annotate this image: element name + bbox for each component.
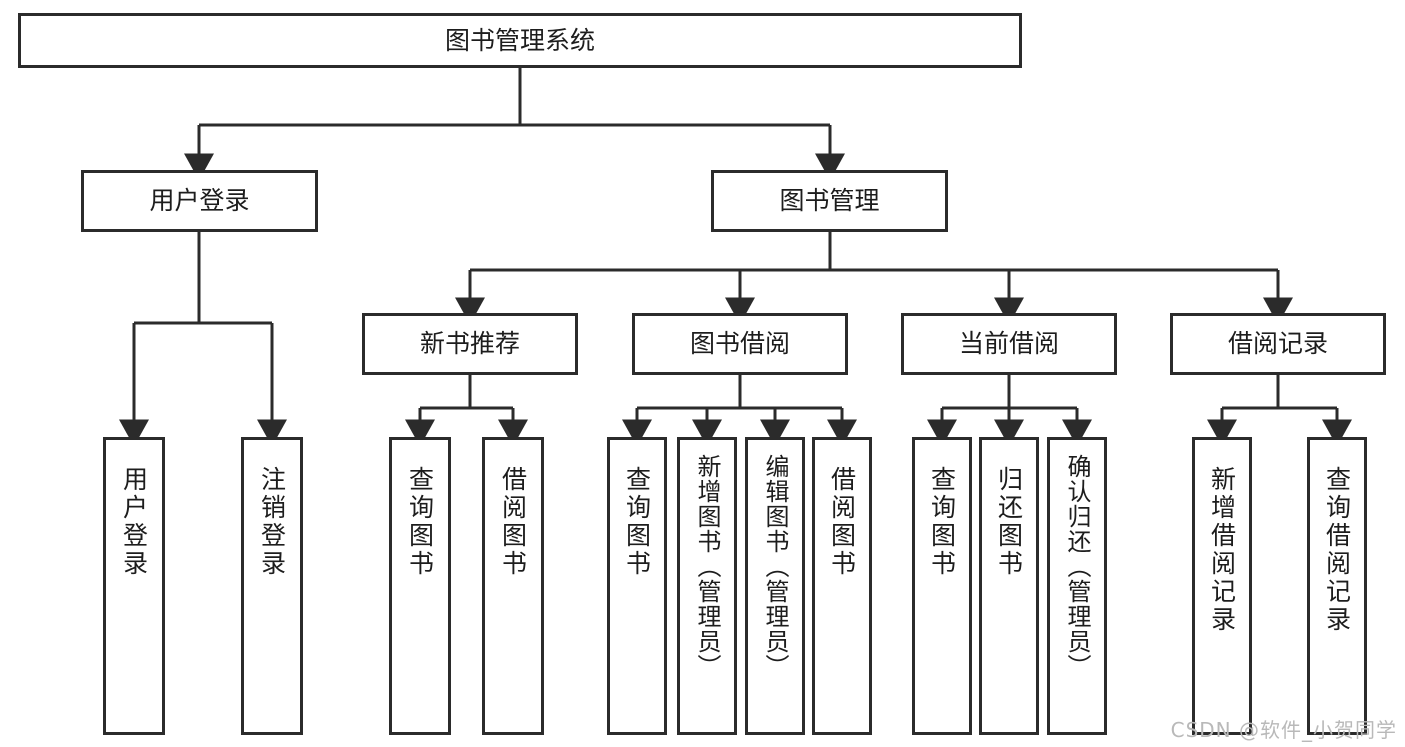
node-root-book-management-system[interactable]: 图书管理系统 [18, 13, 1022, 68]
node-label: 新增借阅记录 [1207, 466, 1237, 634]
node-label: 用户登录 [119, 466, 149, 578]
leaf-book-borrow-edit-book-admin[interactable]: 编辑图书（管理员） [745, 437, 805, 735]
leaf-borrow-record-query-record[interactable]: 查询借阅记录 [1307, 437, 1367, 735]
node-user-login[interactable]: 用户登录 [81, 170, 318, 232]
leaf-book-borrow-add-book-admin[interactable]: 新增图书（管理员） [677, 437, 737, 735]
node-label: 编辑图书（管理员） [761, 454, 789, 679]
node-label: 查询图书 [927, 466, 957, 578]
node-label: 新增图书（管理员） [693, 454, 721, 679]
node-label: 注销登录 [257, 466, 287, 578]
leaf-new-book-query-book[interactable]: 查询图书 [389, 437, 451, 735]
node-label: 图书管理系统 [444, 25, 595, 55]
node-label: 借阅记录 [1227, 329, 1328, 359]
leaf-new-book-borrow-book[interactable]: 借阅图书 [482, 437, 544, 735]
node-label: 用户登录 [149, 186, 250, 216]
leaf-user-login-logout[interactable]: 注销登录 [241, 437, 303, 735]
leaf-borrow-record-add-record[interactable]: 新增借阅记录 [1192, 437, 1252, 735]
node-new-book-recommendation[interactable]: 新书推荐 [362, 313, 578, 375]
node-label: 当前借阅 [958, 329, 1059, 359]
leaf-current-borrow-confirm-return-admin[interactable]: 确认归还（管理员） [1047, 437, 1107, 735]
leaf-current-borrow-return-book[interactable]: 归还图书 [979, 437, 1039, 735]
leaf-book-borrow-borrow-book[interactable]: 借阅图书 [812, 437, 872, 735]
node-book-borrowing[interactable]: 图书借阅 [632, 313, 848, 375]
node-current-borrowing[interactable]: 当前借阅 [901, 313, 1117, 375]
node-label: 确认归还（管理员） [1063, 454, 1091, 679]
node-label: 查询图书 [405, 466, 435, 578]
node-label: 借阅图书 [498, 466, 528, 578]
node-label: 查询借阅记录 [1322, 466, 1352, 634]
leaf-book-borrow-query-book[interactable]: 查询图书 [607, 437, 667, 735]
leaf-current-borrow-query-book[interactable]: 查询图书 [912, 437, 972, 735]
node-label: 新书推荐 [419, 329, 520, 359]
node-label: 归还图书 [994, 466, 1024, 578]
node-label: 图书管理 [779, 186, 880, 216]
node-borrowing-record[interactable]: 借阅记录 [1170, 313, 1386, 375]
node-book-management[interactable]: 图书管理 [711, 170, 948, 232]
leaf-user-login-login[interactable]: 用户登录 [103, 437, 165, 735]
node-label: 借阅图书 [827, 466, 857, 578]
csdn-watermark: CSDN @软件_小贺同学 [1170, 718, 1397, 742]
node-label: 图书借阅 [689, 329, 790, 359]
node-label: 查询图书 [622, 466, 652, 578]
